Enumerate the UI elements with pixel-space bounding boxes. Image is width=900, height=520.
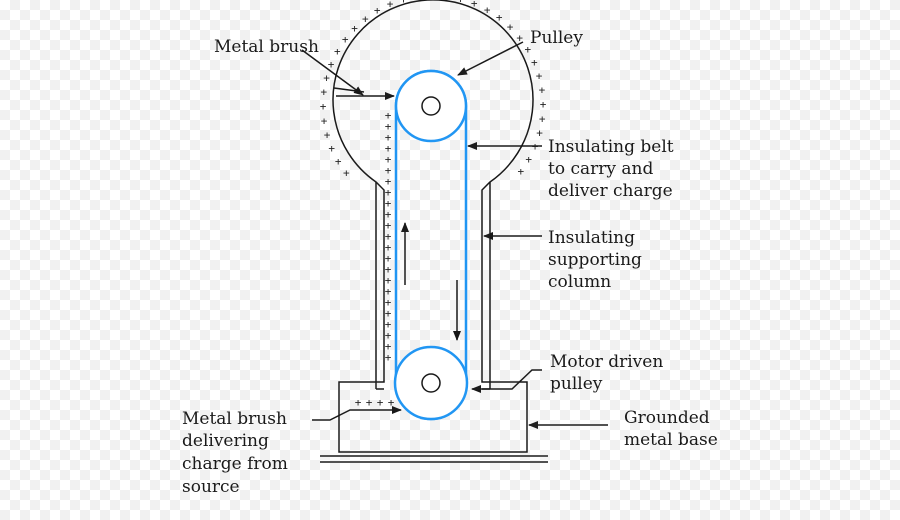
leader-pulley bbox=[457, 41, 524, 76]
dome-charge: + bbox=[328, 142, 335, 155]
belt-charge: + bbox=[385, 307, 392, 320]
dome-and-column-outline bbox=[332, 0, 534, 453]
belt-charge: + bbox=[385, 186, 392, 199]
source-charge: + bbox=[377, 396, 384, 409]
dome-charge: + bbox=[335, 155, 342, 168]
belt-charge: + bbox=[385, 263, 392, 276]
label-brush-bottom-line2: delivering bbox=[182, 431, 269, 451]
dome-charge: + bbox=[328, 58, 335, 71]
leader-metal-brush-top bbox=[333, 87, 365, 93]
label-motor-line2: pulley bbox=[550, 374, 603, 394]
dome-charge: + bbox=[400, 0, 407, 6]
label-column-line3: column bbox=[548, 272, 611, 292]
dome-charge: + bbox=[484, 3, 491, 16]
belt-charge: + bbox=[385, 164, 392, 177]
belt-charge: + bbox=[385, 120, 392, 133]
label-brush-bottom-line4: source bbox=[182, 477, 240, 497]
belt-charge: + bbox=[385, 296, 392, 309]
dome-charge: + bbox=[457, 0, 464, 6]
belt-charge: + bbox=[385, 241, 392, 254]
dome-charge: + bbox=[496, 11, 503, 24]
dome-charge: + bbox=[351, 22, 358, 35]
belt-charge: + bbox=[385, 318, 392, 331]
top-pulley-axle bbox=[421, 96, 441, 116]
belt-charge: + bbox=[385, 351, 392, 364]
dome-charge: + bbox=[320, 100, 327, 113]
belt-charge: + bbox=[385, 274, 392, 287]
dome-charge: + bbox=[525, 153, 532, 166]
belt-charge: + bbox=[385, 197, 392, 210]
belt-charge: + bbox=[385, 219, 392, 232]
label-column-line2: supporting bbox=[548, 250, 642, 270]
dome-charge: + bbox=[539, 84, 546, 97]
dome-charge: + bbox=[429, 0, 436, 2]
belt-charge: + bbox=[385, 175, 392, 188]
label-pulley: Pulley bbox=[530, 28, 583, 48]
label-metal-brush-top: Metal brush bbox=[214, 37, 319, 57]
belt-charge: + bbox=[385, 230, 392, 243]
label-motor-line1: Motor driven bbox=[550, 352, 663, 372]
label-brush-bottom-line3: charge from bbox=[182, 454, 288, 474]
dome-charge: + bbox=[507, 21, 514, 34]
belt-charge: + bbox=[385, 329, 392, 342]
label-base-line1: Grounded bbox=[624, 408, 710, 428]
leader-metal-brush-bottom bbox=[312, 406, 402, 421]
leader-motor-pulley bbox=[471, 369, 542, 393]
dome-charge: + bbox=[324, 128, 331, 141]
dome-charge: + bbox=[531, 56, 538, 69]
dome-charge: + bbox=[414, 0, 421, 3]
dome-charge: + bbox=[536, 127, 543, 140]
label-belt-line3: deliver charge bbox=[548, 181, 673, 201]
dome-charge: + bbox=[536, 70, 543, 83]
belt-charge: + bbox=[385, 142, 392, 155]
label-brush-bottom-line1: Metal brush bbox=[182, 409, 287, 429]
belt-charge: + bbox=[385, 109, 392, 122]
dome-charge: + bbox=[342, 33, 349, 46]
belt-charge: + bbox=[385, 131, 392, 144]
source-charge: + bbox=[366, 396, 373, 409]
dome-charge: + bbox=[540, 98, 547, 111]
label-column-line1: Insulating bbox=[548, 228, 635, 248]
label-belt-line2: to carry and bbox=[548, 159, 653, 179]
dome-charge: + bbox=[471, 0, 478, 10]
dome-charge: + bbox=[374, 4, 381, 17]
dome-charge: + bbox=[334, 45, 341, 58]
label-base-line2: metal base bbox=[624, 430, 718, 450]
dome-charge: + bbox=[343, 167, 350, 180]
motor-pulley-axle bbox=[421, 373, 441, 393]
dome-charge: + bbox=[362, 12, 369, 25]
dome-charge: + bbox=[443, 0, 450, 3]
belt-charge: + bbox=[385, 208, 392, 221]
dome-charge: + bbox=[323, 72, 330, 85]
dome-charge: + bbox=[524, 43, 531, 56]
dome-charge: + bbox=[387, 0, 394, 11]
dome-charge: + bbox=[539, 112, 546, 125]
dome-charge: + bbox=[320, 86, 327, 99]
belt-charge: + bbox=[385, 252, 392, 265]
belt-charge: + bbox=[385, 340, 392, 353]
source-charge: + bbox=[388, 396, 395, 409]
belt-charge: + bbox=[385, 153, 392, 166]
dome-charge: + bbox=[516, 31, 523, 44]
label-belt-line1: Insulating belt bbox=[548, 137, 674, 157]
source-charges: + + + + bbox=[355, 396, 395, 409]
belt-charges: +++++++++++++++++++++++ bbox=[385, 109, 392, 364]
belt-charge: + bbox=[385, 285, 392, 298]
source-charge: + bbox=[355, 396, 362, 409]
dome-charge: + bbox=[517, 165, 524, 178]
dome-charges: +++++++++++++++++++++++++++++++++++ bbox=[320, 0, 547, 180]
dome-charge: + bbox=[321, 114, 328, 127]
leader-metal-brush-top-mark bbox=[301, 49, 364, 96]
